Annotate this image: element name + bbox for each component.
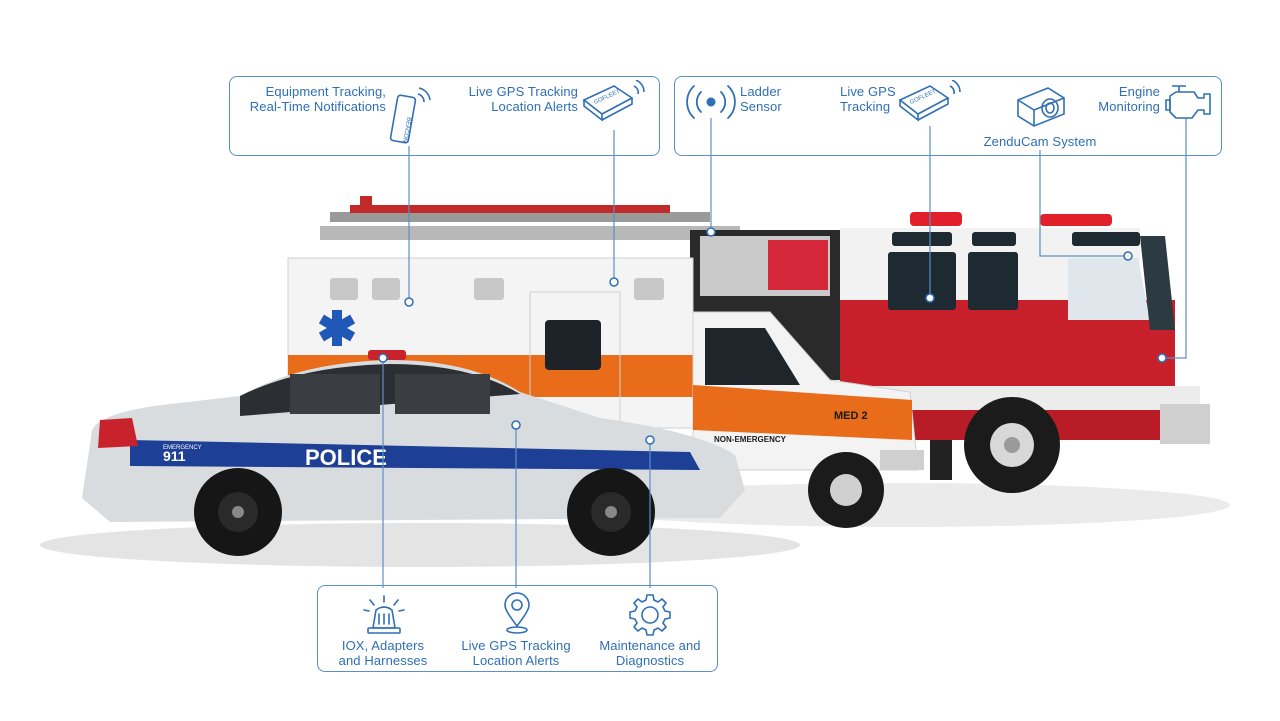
ladder-sensor-icon — [686, 85, 736, 119]
siren-light-icon — [363, 595, 405, 634]
gofleet-device-text-2: GOFLEET — [909, 89, 937, 106]
ladder-sensor-label: Ladder Sensor — [740, 84, 782, 114]
ambulance-callout-box — [229, 76, 660, 156]
gear-icon — [629, 594, 671, 636]
firetruck-live-gps-label: Live GPS Tracking — [840, 84, 896, 114]
camera-icon — [1017, 87, 1065, 127]
police-number: 911 — [163, 448, 186, 464]
connector-lines — [382, 118, 1187, 588]
police-live-gps-label: Live GPS Tracking Location Alerts — [461, 638, 571, 668]
engine-icon — [1165, 85, 1211, 119]
gofleet-device-icon-2: GOFLEET — [898, 80, 961, 122]
ambulance-live-gps-label: Live GPS Tracking Location Alerts — [468, 84, 578, 114]
ambulance-non-emergency-label: NON-EMERGENCY — [714, 435, 787, 444]
equipment-tracking-label: Equipment Tracking, Real-Time Notificati… — [249, 84, 386, 114]
engine-monitoring-label: Engine Monitoring — [1098, 84, 1160, 114]
maintenance-label: Maintenance and Diagnostics — [599, 638, 701, 668]
zenducam-label: ZenduCam System — [983, 134, 1097, 149]
beacon-device-text: BEACON — [401, 117, 411, 143]
location-pin-icon — [504, 592, 530, 634]
police-emergency-label: EMERGENCY — [163, 445, 202, 451]
beacon-device-icon: BEACON — [389, 87, 431, 144]
gofleet-device-text: GOFLEET — [593, 89, 621, 106]
police-car: POLICE 911 EMERGENCY — [82, 350, 745, 556]
firetruck-callout-box — [674, 76, 1222, 156]
iox-label: IOX, Adapters and Harnesses — [338, 638, 428, 668]
ambulance-med-label: MED 2 — [834, 410, 868, 422]
police-text: POLICE — [305, 445, 387, 470]
gofleet-device-icon: GOFLEET — [582, 80, 645, 122]
connector-dots — [378, 227, 1167, 445]
